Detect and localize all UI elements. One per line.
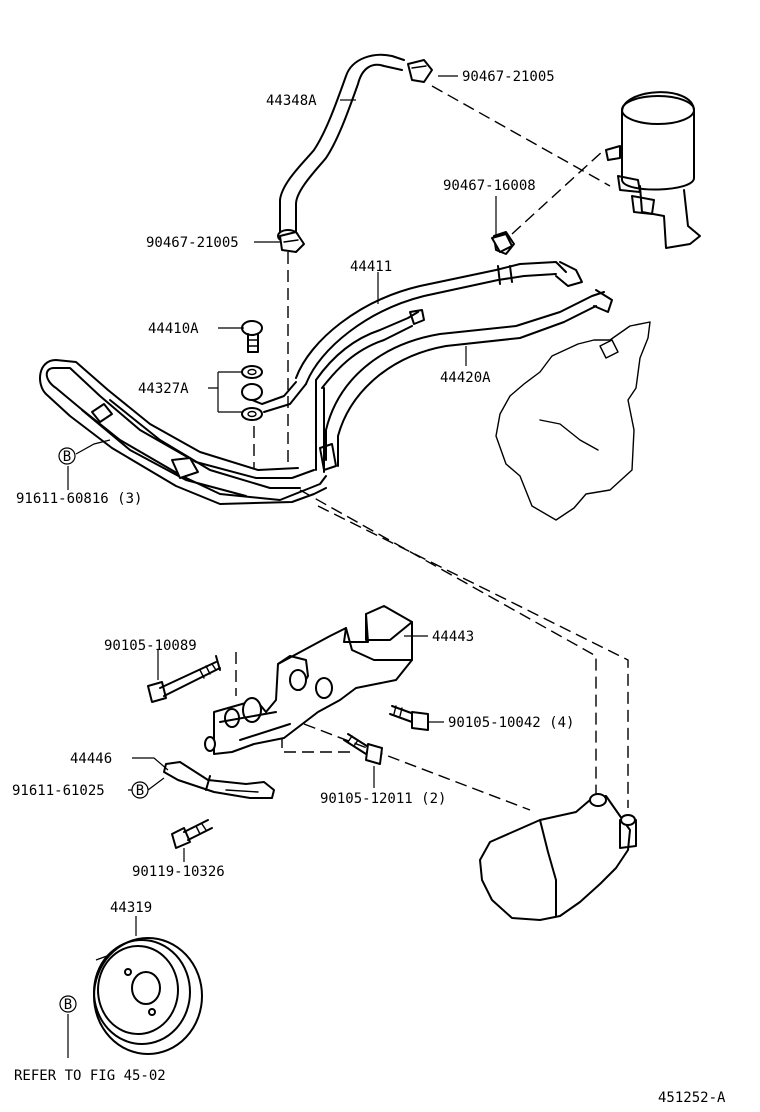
callout-marker-b-pulley: B [59, 995, 77, 1013]
callout-marker-b-left: B [58, 447, 76, 465]
label-90105-12011: 90105-12011 (2) [320, 791, 446, 807]
label-90467-21005-top: 90467-21005 [462, 69, 555, 85]
label-90105-10089: 90105-10089 [104, 638, 197, 654]
bolt-90105-12011 [343, 733, 383, 765]
label-91611-60816: 91611-60816 (3) [16, 491, 142, 507]
label-refer-to-fig: REFER TO FIG 45-02 [14, 1068, 166, 1084]
label-44420A: 44420A [440, 370, 491, 386]
label-90467-16008: 90467-16008 [443, 178, 536, 194]
hose-clamp-left [279, 231, 305, 253]
adjusting-bar-44446 [163, 761, 275, 799]
label-44446: 44446 [70, 751, 112, 767]
union-bolt-44410A [241, 320, 263, 353]
label-90105-10042: 90105-10042 (4) [448, 715, 574, 731]
label-90467-21005-left: 90467-21005 [146, 235, 239, 251]
bolt-90105-10042 [389, 705, 429, 731]
bolt-90119-10326 [171, 819, 213, 849]
label-44411: 44411 [350, 259, 392, 275]
label-44319: 44319 [110, 900, 152, 916]
label-44443: 44443 [432, 629, 474, 645]
label-90119-10326: 90119-10326 [132, 864, 225, 880]
return-hose-44348A [277, 53, 405, 243]
svg-text:B: B [63, 449, 71, 465]
leader-lines [67, 75, 497, 1058]
cooler-tube-assembly [39, 359, 327, 505]
label-44348A: 44348A [266, 93, 317, 109]
callout-marker-b-bar: B [131, 781, 149, 799]
figure-id: 451252-A [658, 1090, 726, 1106]
svg-text:B: B [136, 783, 144, 799]
hose-clamp-top [407, 59, 433, 83]
svg-text:B: B [64, 997, 72, 1013]
engine-block-outline [495, 321, 651, 521]
inner-tube [315, 309, 425, 473]
reservoir-tank [605, 91, 701, 249]
power-steering-pump [479, 793, 637, 921]
label-91611-61025: 91611-61025 [12, 783, 105, 799]
gasket-44327A [241, 365, 263, 421]
bolt-90105-10089 [147, 655, 221, 703]
pressure-tube-44420A [319, 289, 613, 471]
label-44410A: 44410A [148, 321, 199, 337]
pulley-44319 [93, 937, 203, 1055]
connection-lines [95, 85, 629, 961]
bracket-44443 [204, 605, 413, 755]
label-44327A: 44327A [138, 381, 189, 397]
clip-90467-16008 [491, 233, 513, 253]
pressure-tube-44411 [295, 261, 583, 385]
